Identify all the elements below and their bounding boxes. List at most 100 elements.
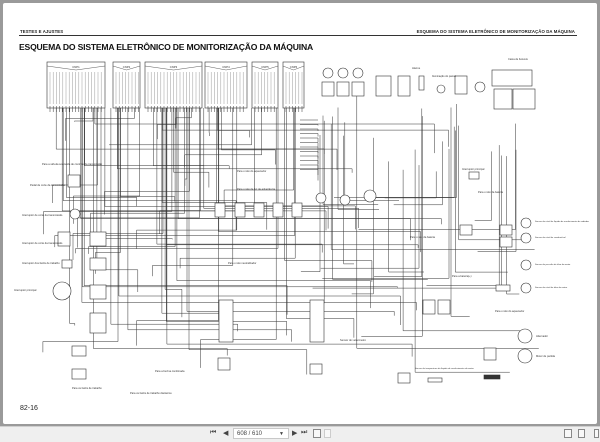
connector-label: CNP2 xyxy=(123,65,131,69)
wire xyxy=(300,134,318,137)
label-caixa-fusiveis: Caixa de fusíveis xyxy=(508,57,528,61)
wire xyxy=(374,109,422,277)
connector-blocks: CNP1 CNP2 CNP3 CNP4 CNP5 CNP6 xyxy=(47,62,304,112)
connector-label: CNP5 xyxy=(261,65,269,69)
previous-page-icon[interactable]: ◀ xyxy=(223,429,228,437)
wire xyxy=(74,108,93,122)
label-para-rele-aquecedor: Para o relé do aquecedor xyxy=(237,169,266,173)
continuous-view-icon[interactable] xyxy=(578,429,585,438)
wire xyxy=(218,108,250,137)
label-para-rele-bateria: Para o relé da bateria xyxy=(478,190,504,194)
wire xyxy=(301,135,320,272)
connector-cnp5: CNP5 xyxy=(252,62,278,112)
label-para-farois-2: Para os faróis de trabalho dianteiros xyxy=(130,391,172,395)
page-number-input[interactable]: 608 / 610 ▼ xyxy=(233,428,289,439)
wire xyxy=(162,108,448,147)
wire xyxy=(137,108,219,346)
page-number: 82-16 xyxy=(20,405,38,412)
copy-icon[interactable] xyxy=(313,429,321,438)
wire xyxy=(101,108,172,239)
wire xyxy=(300,125,318,126)
wire xyxy=(475,151,492,220)
wire xyxy=(189,108,307,375)
chevron-down-icon[interactable]: ▼ xyxy=(279,429,284,439)
wire xyxy=(389,161,424,272)
wire xyxy=(221,108,275,165)
wire xyxy=(65,108,134,141)
wire xyxy=(43,108,118,352)
label-para-rele-aquecedor-2: Para o relé do aquecedor xyxy=(495,309,524,313)
wire xyxy=(345,122,399,200)
next-page-icon[interactable]: ▶ xyxy=(292,429,297,437)
wire xyxy=(459,126,528,240)
wire xyxy=(55,108,295,247)
wire xyxy=(359,124,516,230)
wire xyxy=(160,108,201,234)
wire xyxy=(91,108,185,240)
label-para-bateria: Para a bateria(+) xyxy=(452,274,472,278)
wire xyxy=(478,150,516,252)
wire xyxy=(394,141,443,204)
connector-cnp3: CNP3 xyxy=(145,62,202,112)
label-para-rele-bateria-2: Para o relé da bateria xyxy=(410,235,436,239)
wire xyxy=(300,147,318,153)
wire xyxy=(166,108,418,248)
first-page-icon[interactable]: ⏮ xyxy=(210,429,216,437)
connector-cnp6: CNP6 xyxy=(283,62,304,112)
wire xyxy=(385,171,437,198)
wire xyxy=(415,150,510,373)
last-page-icon[interactable]: ⏭ xyxy=(301,429,307,437)
wire xyxy=(300,165,318,175)
single-page-view-icon[interactable] xyxy=(564,429,572,438)
two-page-view-icon[interactable] xyxy=(594,429,599,438)
components xyxy=(53,68,535,383)
label-para-farois: Para os faróis de trabalho xyxy=(72,386,102,390)
connector-label: CNP1 xyxy=(72,65,80,69)
label-iluminacao: Iluminação do painel xyxy=(432,74,456,78)
wire xyxy=(63,108,236,230)
label-interruptor-farois: Interruptor dos faróis de trabalho xyxy=(22,261,60,265)
label-sensor-pressao-oleo: Sensor da pressão do óleo do motor xyxy=(535,263,571,266)
wire xyxy=(300,138,318,142)
label-para-rele-neutralizador: Para o relé neutralizador xyxy=(228,261,257,265)
label-para-valvula: Para a válvula solenóide de controle da … xyxy=(42,162,103,166)
connector-label: CNP3 xyxy=(170,65,178,69)
label-interruptor-principal: Interruptor principal xyxy=(14,288,37,292)
wire xyxy=(352,138,374,294)
wire xyxy=(455,131,508,273)
wire xyxy=(44,108,172,234)
connector-label: CNP4 xyxy=(222,65,230,69)
wire xyxy=(128,108,292,342)
wire xyxy=(321,165,419,268)
label-alternador: Alternador xyxy=(536,334,548,338)
label-interruptor-corte-2: Interruptor de corte da transmissão xyxy=(22,241,63,245)
label-pedal-corte: Pedal de corte da transmissão xyxy=(30,183,66,187)
fit-page-icon[interactable] xyxy=(324,429,331,438)
wire xyxy=(95,108,120,274)
wires xyxy=(43,96,539,374)
wire xyxy=(373,104,456,198)
page-number-value: 608 / 610 xyxy=(237,431,262,437)
wire xyxy=(185,108,262,167)
wire xyxy=(451,108,470,317)
wire xyxy=(157,108,322,253)
wire xyxy=(109,108,252,145)
wire xyxy=(185,108,187,186)
label-sensor-velocimetro: Sensor do velocímetro xyxy=(340,338,367,342)
label-para-buzina: Para a buzina combinada xyxy=(155,369,185,373)
label-interruptor-principal-2: Interruptor principal xyxy=(462,167,485,171)
connector-cnp4: CNP4 xyxy=(205,62,247,112)
wire xyxy=(300,170,318,181)
label-motor-partida: Motor de partida xyxy=(536,354,555,358)
connector-cnp2: CNP2 xyxy=(113,62,140,112)
wire xyxy=(300,156,318,164)
label-para-rele-luz: Para o relé da luz de advertência xyxy=(237,187,276,191)
wire xyxy=(285,108,372,282)
wire xyxy=(178,108,411,240)
wire xyxy=(120,108,174,201)
label-sensor-nivel-oleo: Sensor do nível do óleo do motor xyxy=(535,286,567,289)
viewer-toolbar xyxy=(0,426,600,442)
wire xyxy=(201,108,277,368)
wire xyxy=(313,145,500,288)
